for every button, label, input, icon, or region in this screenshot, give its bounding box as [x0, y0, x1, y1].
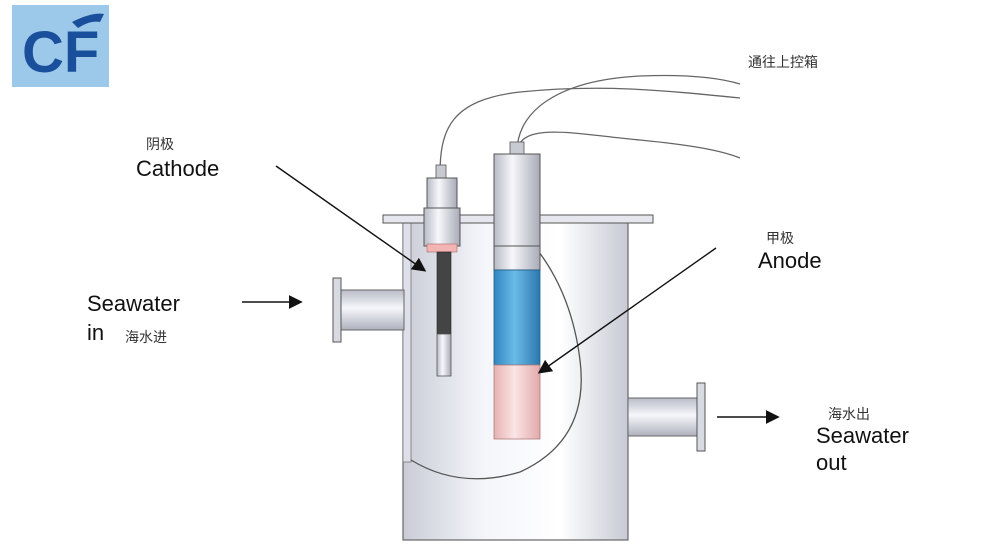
- cathode-en-label: Cathode: [136, 156, 220, 181]
- anode-cn-label: 甲极: [766, 231, 794, 247]
- to-control-box-label: 通往上控箱: [748, 55, 818, 71]
- seawater-in-cn-label: 海水进: [125, 330, 167, 346]
- inlet-pipe-body: [337, 289, 405, 331]
- anode-pointer-arrow: [537, 247, 717, 374]
- cathode-seal: [426, 243, 458, 253]
- anode-cable-2: [516, 131, 741, 159]
- cathode-tip: [436, 333, 452, 377]
- inlet-pipe-flange: [332, 277, 342, 343]
- internal-baffle: [410, 229, 582, 480]
- seawater-in-en-label-line2: in: [87, 320, 105, 345]
- cathode-head: [426, 177, 458, 209]
- anode-assembly: [493, 141, 541, 440]
- anode-head: [493, 153, 541, 247]
- outlet-pipe: [627, 382, 706, 452]
- pointer-arrows: [242, 165, 780, 424]
- anode-en-label: Anode: [758, 248, 822, 273]
- company-logo: CF: [12, 5, 109, 87]
- anode-pink-section: [493, 364, 541, 440]
- cathode-assembly: [423, 164, 461, 377]
- control-cables: [439, 74, 741, 176]
- cathode-cn-label: 阴极: [146, 137, 174, 153]
- cathode-rod: [436, 251, 452, 335]
- logo-text: CF: [22, 20, 99, 85]
- cathode-connector: [435, 164, 447, 180]
- seawater-in-en-label-line1: Seawater: [87, 291, 180, 316]
- seawater-out-cn-label: 海水出: [828, 407, 870, 423]
- anode-connector: [509, 141, 525, 155]
- anode-blue-section: [493, 269, 541, 366]
- cathode-cable: [439, 87, 741, 176]
- seawater-out-en-label-line1: Seawater: [816, 423, 909, 448]
- outlet-pipe-flange: [696, 382, 706, 452]
- anode-neck: [493, 245, 541, 271]
- outlet-pipe-body: [627, 397, 699, 437]
- anode-cable: [516, 74, 741, 153]
- cathode-pointer-arrow: [275, 165, 427, 272]
- logo-swoosh: [72, 13, 104, 28]
- cathode-collar: [423, 207, 461, 247]
- seawater-out-en-label-line2: out: [816, 450, 847, 475]
- inlet-pipe: [332, 277, 405, 343]
